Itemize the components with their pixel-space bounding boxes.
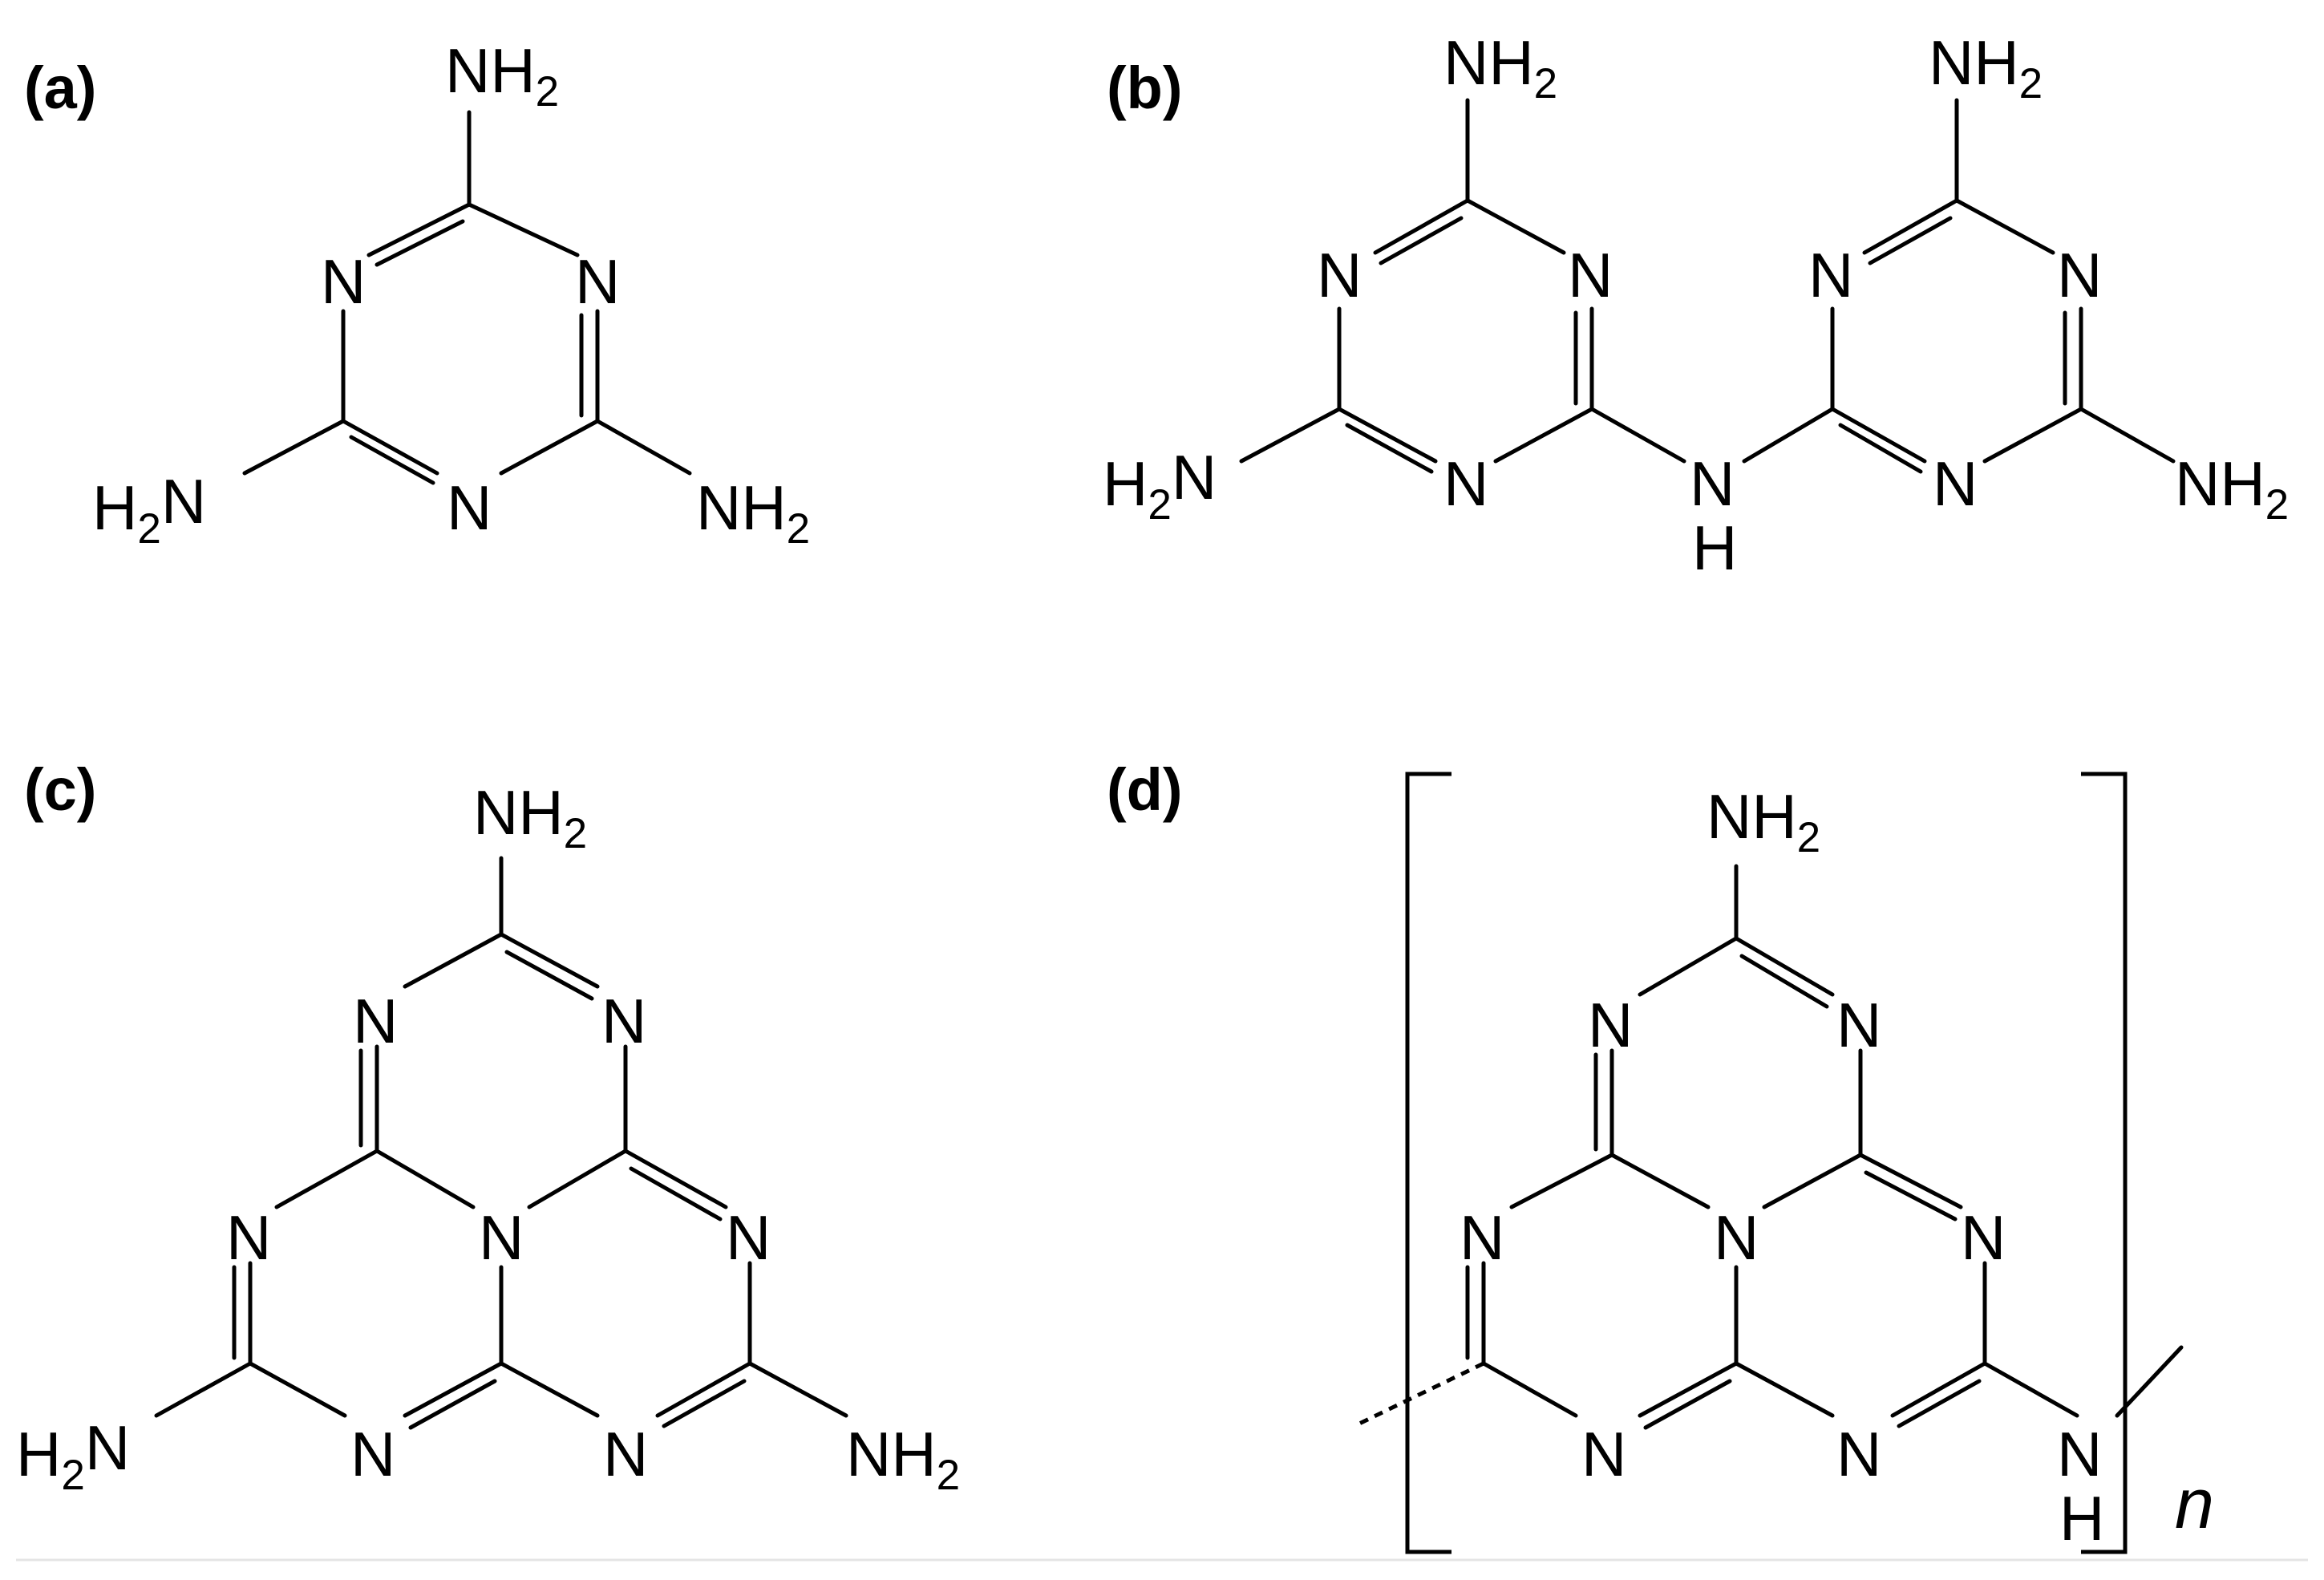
panel-a-label: (a) — [24, 55, 96, 121]
panel-c-label: (c) — [24, 756, 96, 823]
atom-label: N — [2057, 240, 2102, 310]
panel-b: (b) NH2​ NH2​ N N N N H2​N N — [1103, 27, 2289, 583]
atom-label: N — [1460, 1202, 1504, 1273]
atom-label: NH2​ — [1443, 27, 1557, 107]
atom-label: N — [1808, 240, 1853, 310]
atom-label: N — [350, 1419, 395, 1489]
atom-label: N — [1714, 1202, 1759, 1273]
atom-label: N — [226, 1202, 271, 1273]
atom-label: N — [601, 986, 646, 1056]
atom-label: N — [1961, 1202, 2006, 1273]
atom-label: N — [1317, 240, 1362, 310]
atom-label: H2​N — [16, 1412, 130, 1499]
repeat-unit-bracket-right — [2081, 772, 2128, 1554]
atom-label: N — [1836, 1419, 1881, 1489]
atom-label: N — [1581, 1419, 1626, 1489]
panel-c: (c) NH2​ N N N N N H2​N — [16, 756, 960, 1499]
atom-label: N — [1933, 448, 1978, 519]
atom-label: H2​N — [1103, 442, 1217, 529]
atom-label: NH2​ — [696, 472, 810, 553]
atom-label: N — [1588, 990, 1633, 1060]
panel-d-label: (d) — [1107, 756, 1183, 823]
atom-label: N — [447, 472, 492, 543]
atom-label: N — [1568, 240, 1613, 310]
atom-label: N — [726, 1202, 771, 1273]
atom-label: N — [321, 246, 366, 317]
atom-label: NH2​ — [1707, 781, 1820, 861]
panel-d: (d) NH2​ N N N — [1107, 756, 2214, 1554]
atom-label: N — [1836, 990, 1881, 1060]
atom-label: NH2​ — [846, 1419, 960, 1499]
atom-label: N — [1690, 448, 1735, 519]
atom-label: NH2​ — [1929, 27, 2043, 107]
atom-label: H2​N — [92, 466, 206, 553]
repeat-unit-bracket-left — [1405, 772, 1451, 1554]
atom-label: N — [353, 986, 398, 1056]
atom-label: N — [1443, 448, 1488, 519]
atom-label: NH2​ — [445, 35, 559, 115]
atom-label: H — [2059, 1483, 2104, 1554]
atom-label: N — [479, 1202, 524, 1273]
atom-label: NH2​ — [473, 777, 587, 857]
panel-b-label: (b) — [1107, 55, 1183, 121]
atom-label: N — [575, 246, 620, 317]
atom-label: H — [1692, 512, 1737, 583]
atom-label: NH2​ — [2175, 448, 2289, 529]
repeat-count-label: n — [2175, 1464, 2214, 1543]
panel-a: (a) NH2​ N N H2​N N NH2​ — [24, 35, 810, 553]
atom-label: N — [603, 1419, 648, 1489]
atom-label: N — [2057, 1419, 2102, 1489]
